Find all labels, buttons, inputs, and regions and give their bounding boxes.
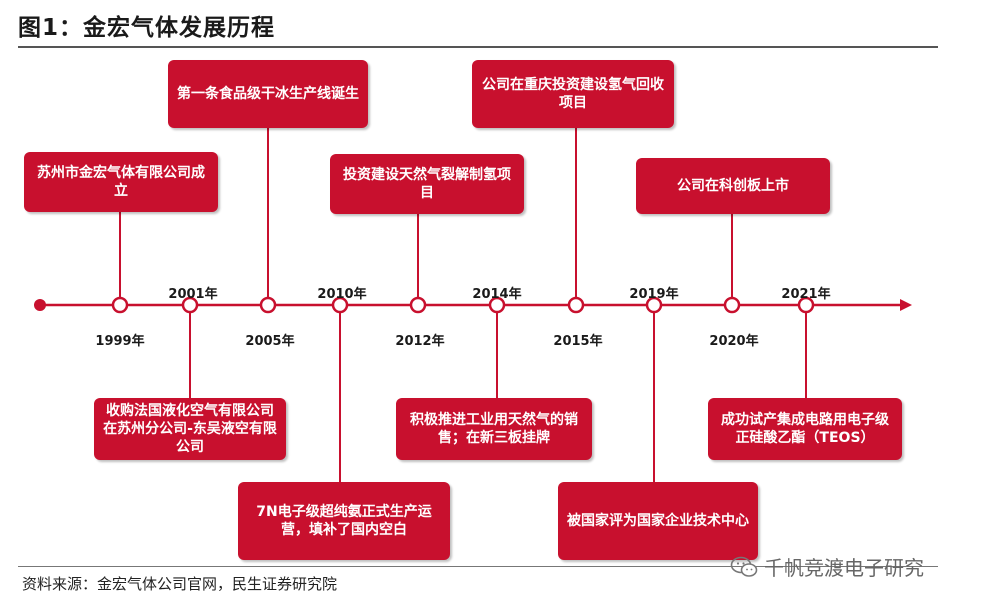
watermark: 千帆竞渡电子研究 [730,552,924,581]
node-2015 [567,296,585,314]
node-2005 [259,296,277,314]
node-2021 [797,296,815,314]
node-1999 [111,296,129,314]
year-label-2010: 2010年 [317,287,367,302]
event-text-1999: 苏州市金宏气体有限公司成立 [37,165,205,199]
timeline-start-dot [34,299,46,311]
node-2019 [645,296,663,314]
year-label-2001: 2001年 [168,287,218,302]
event-text-2021: 成功试产集成电路用电子级正硅酸乙酯（TEOS） [721,412,889,446]
event-text-2019: 被国家评为国家企业技术中心 [567,513,749,529]
page-title: 图1：金宏气体发展历程 [18,15,276,41]
event-box-2020: 公司在科创板上市 [636,158,830,214]
event-box-2014: 积极推进工业用天然气的销售；在新三板挂牌 [396,398,592,460]
title-divider [18,46,938,48]
year-label-1999: 1999年 [95,334,145,349]
wechat-icon [730,556,758,577]
event-text-2020: 公司在科创板上市 [677,178,789,194]
node-2014 [488,296,506,314]
year-label-2005: 2005年 [245,334,295,349]
year-label-2021: 2021年 [781,287,831,302]
node-2012 [409,296,427,314]
year-label-2014: 2014年 [472,287,522,302]
event-box-2021: 成功试产集成电路用电子级正硅酸乙酯（TEOS） [708,398,902,460]
watermark-text: 千帆竞渡电子研究 [764,556,924,580]
node-2020 [723,296,741,314]
event-text-2010: 7N电子级超纯氨正式生产运营，填补了国内空白 [256,504,432,538]
event-text-2005: 第一条食品级干冰生产线诞生 [177,86,359,102]
source-note: 资料来源：金宏气体公司官网，民生证券研究院 [22,575,338,593]
event-box-1999: 苏州市金宏气体有限公司成立 [24,152,218,212]
node-2001 [181,296,199,314]
year-label-2015: 2015年 [553,334,603,349]
node-2010 [331,296,349,314]
event-text-2015: 公司在重庆投资建设氢气回收项目 [482,77,664,111]
event-box-2001: 收购法国液化空气有限公司在苏州分公司-东吴液空有限公司 [94,398,286,460]
event-box-2010: 7N电子级超纯氨正式生产运营，填补了国内空白 [238,482,450,560]
year-label-2012: 2012年 [395,334,445,349]
year-label-2019: 2019年 [629,287,679,302]
event-text-2012: 投资建设天然气裂解制氢项目 [343,167,511,201]
event-box-2015: 公司在重庆投资建设氢气回收项目 [472,60,674,128]
timeline-arrowhead [900,299,912,311]
event-box-2005: 第一条食品级干冰生产线诞生 [168,60,368,128]
footer-divider [18,566,938,567]
event-box-2012: 投资建设天然气裂解制氢项目 [330,154,524,214]
event-text-2001: 收购法国液化空气有限公司在苏州分公司-东吴液空有限公司 [103,403,277,455]
year-label-2020: 2020年 [709,334,759,349]
event-text-2014: 积极推进工业用天然气的销售；在新三板挂牌 [410,412,578,446]
event-box-2019: 被国家评为国家企业技术中心 [558,482,758,560]
